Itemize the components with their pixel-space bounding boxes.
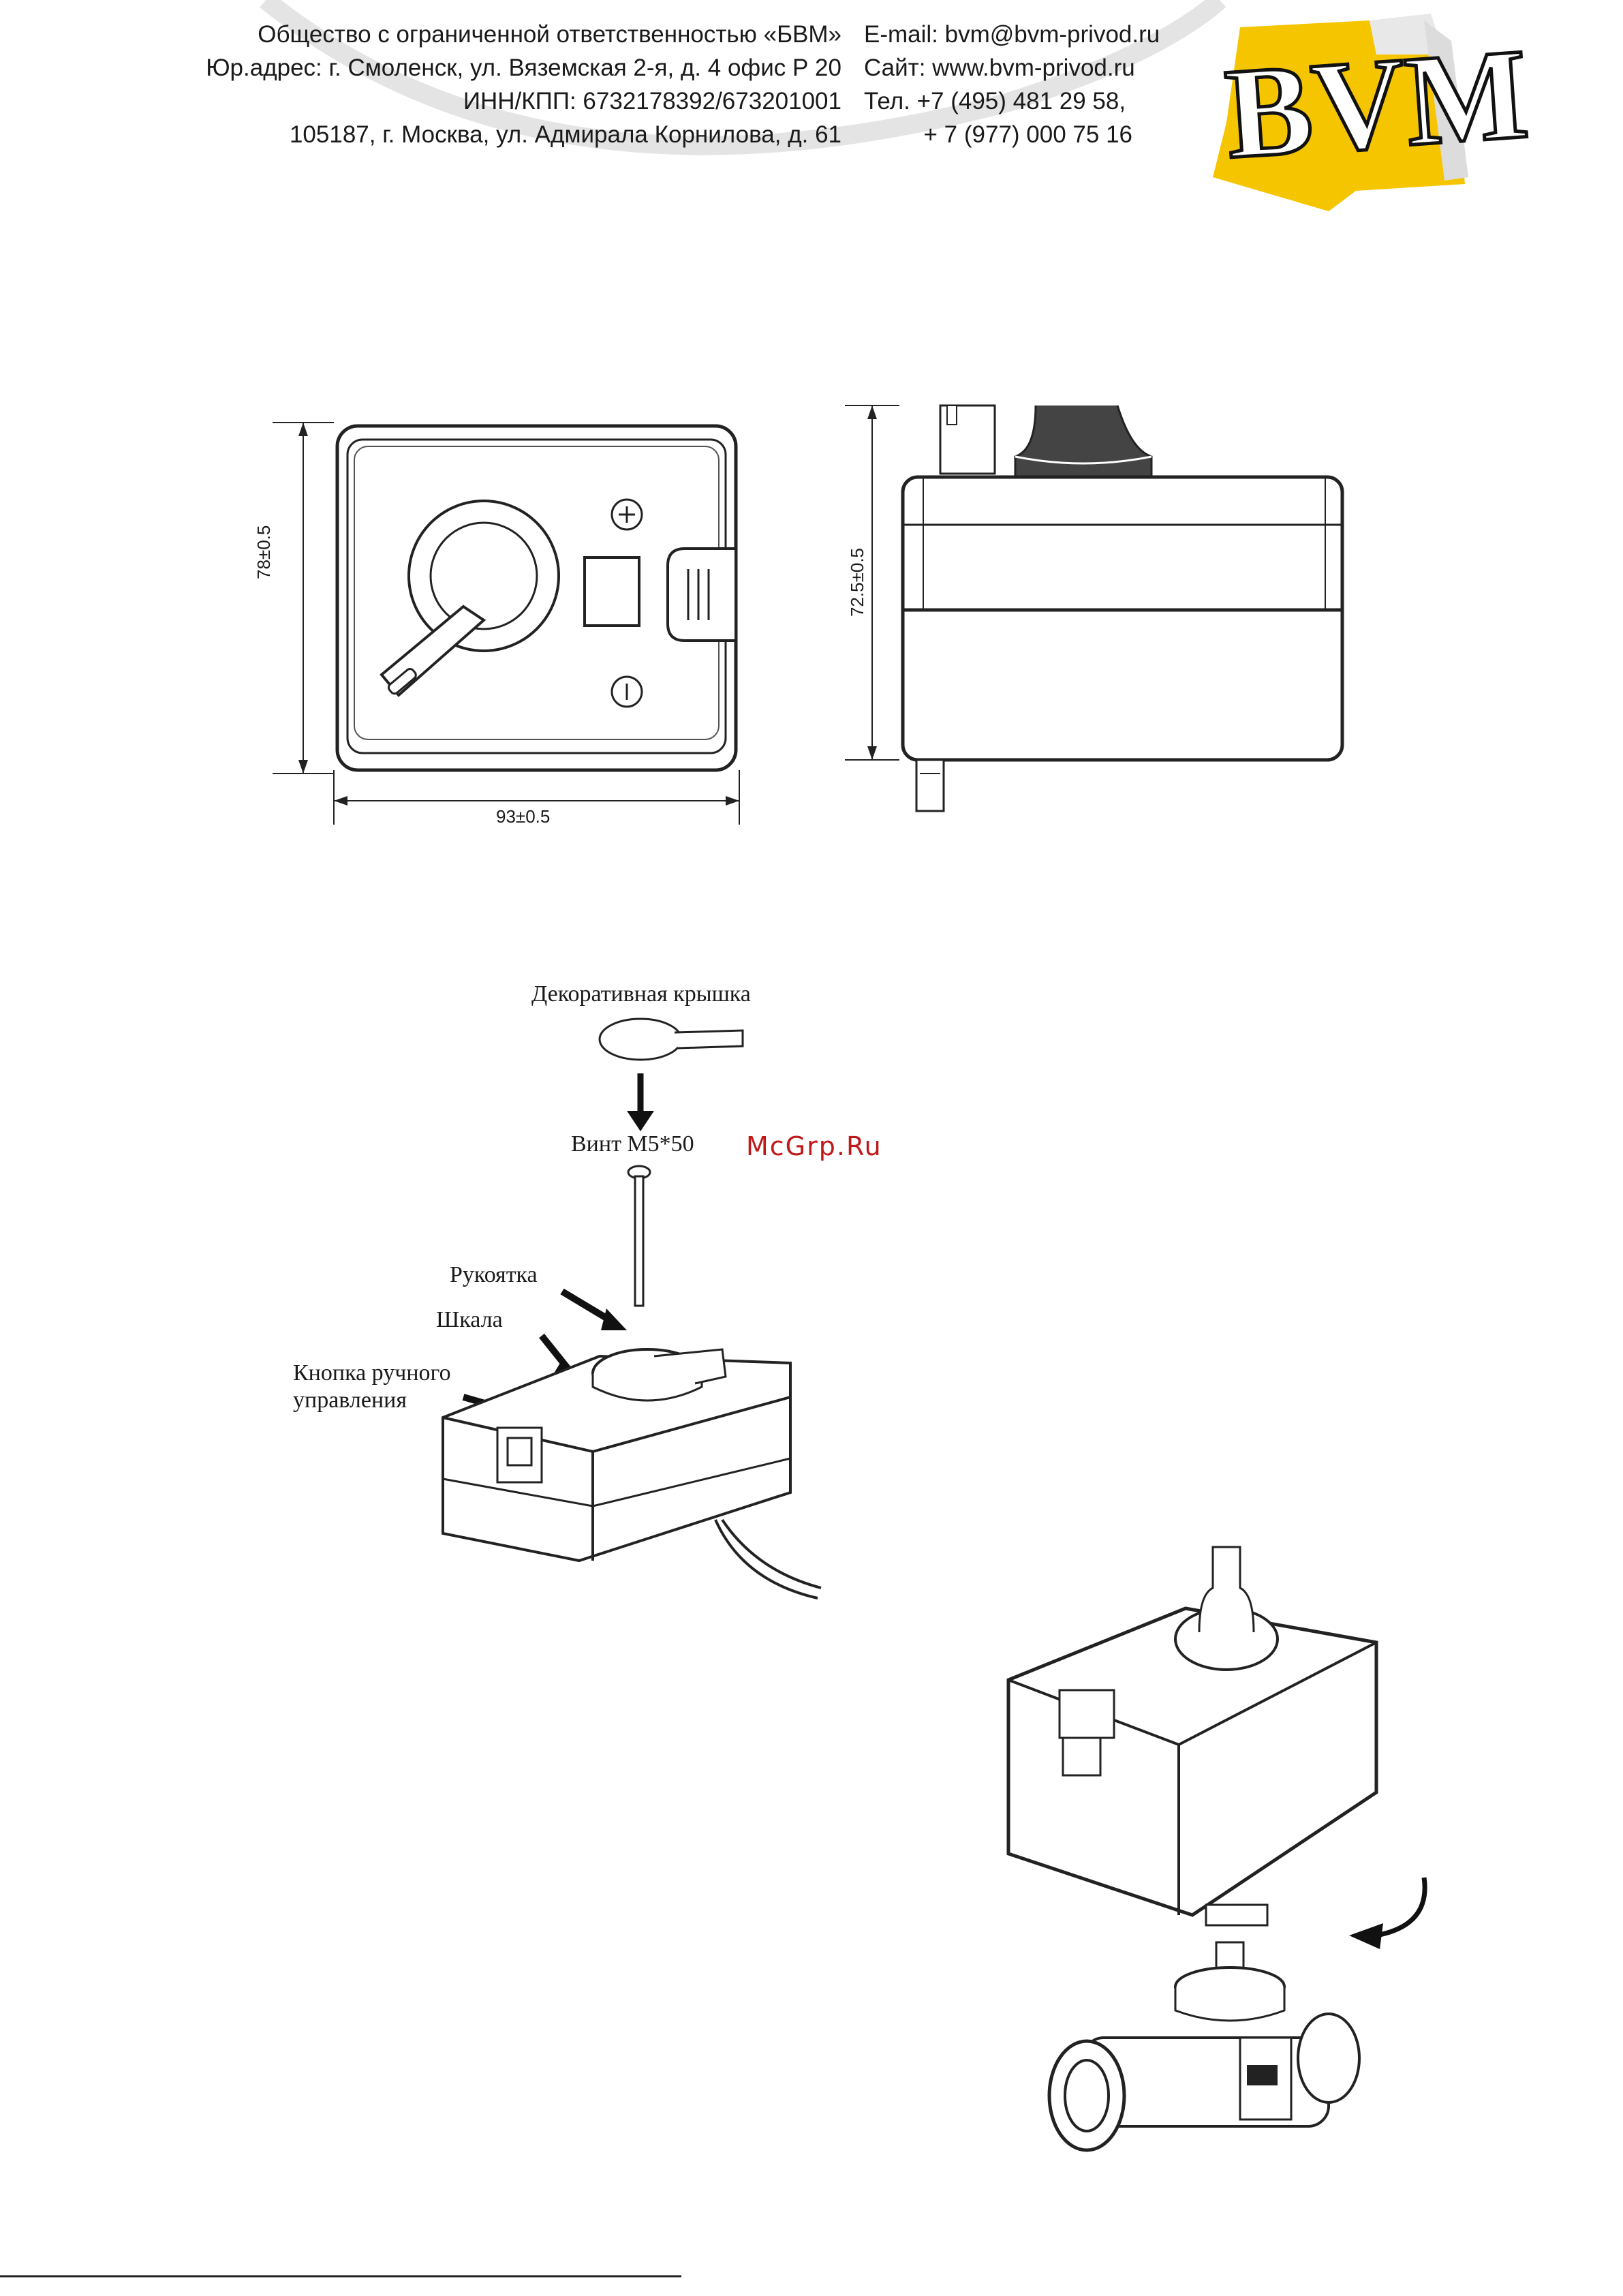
logo-text: BVM [1221,22,1532,186]
valve-mounting-drawing [1006,1546,1427,2152]
contact-details: E-mail: bvm@bvm-privod.ru Сайт: www.bvm-… [864,18,1205,151]
label-scale: Шкала [436,1307,503,1332]
header-swoosh [260,0,1226,155]
company-name: Общество с ограниченной ответственностью… [258,21,841,48]
dim-height-front-text: 78±0.5 [253,525,274,579]
dim-height-side: 72.5±0.5 [847,548,868,617]
company-details: Общество с ограниченной ответственностью… [82,18,841,151]
website-line[interactable]: Сайт: www.bvm-privod.ru [864,55,1135,81]
legal-address: Юр.адрес: г. Смоленск, ул. Вяземская 2-я… [206,55,841,81]
tax-ids: ИНН/КПП: 6732178392/673201001 [463,88,841,114]
bvm-logo: BVM [1213,14,1534,211]
front-view-drawing [273,422,740,825]
watermark: McGrp.Ru [746,1131,882,1161]
label-decorative-cover: Декоративная крышка [531,981,751,1007]
side-view-drawing [845,404,1344,812]
label-handle: Рукоятка [450,1262,538,1287]
phone-line-2: + 7 (977) 000 75 16 [864,121,1133,148]
footer-line [0,2275,681,2278]
dim-width-front: 93±0.5 [496,806,551,827]
dim-height-front: 78±0.5 [253,525,275,579]
office-address: 105187, г. Москва, ул. Адмирала Корнилов… [289,121,841,148]
email-line[interactable]: E-mail: bvm@bvm-privod.ru [864,21,1160,48]
dim-height-side-text: 72.5±0.5 [847,547,867,617]
label-manual-button-line1: Кнопка ручного [293,1360,451,1386]
phone-line-1: Тел. +7 (495) 481 29 58, [864,88,1126,114]
label-manual-button: Кнопка ручного управления [293,1360,451,1414]
label-screw: Винт M5*50 [571,1131,694,1157]
assembly-drawing [442,1017,822,1599]
label-manual-button-line2: управления [293,1388,407,1413]
